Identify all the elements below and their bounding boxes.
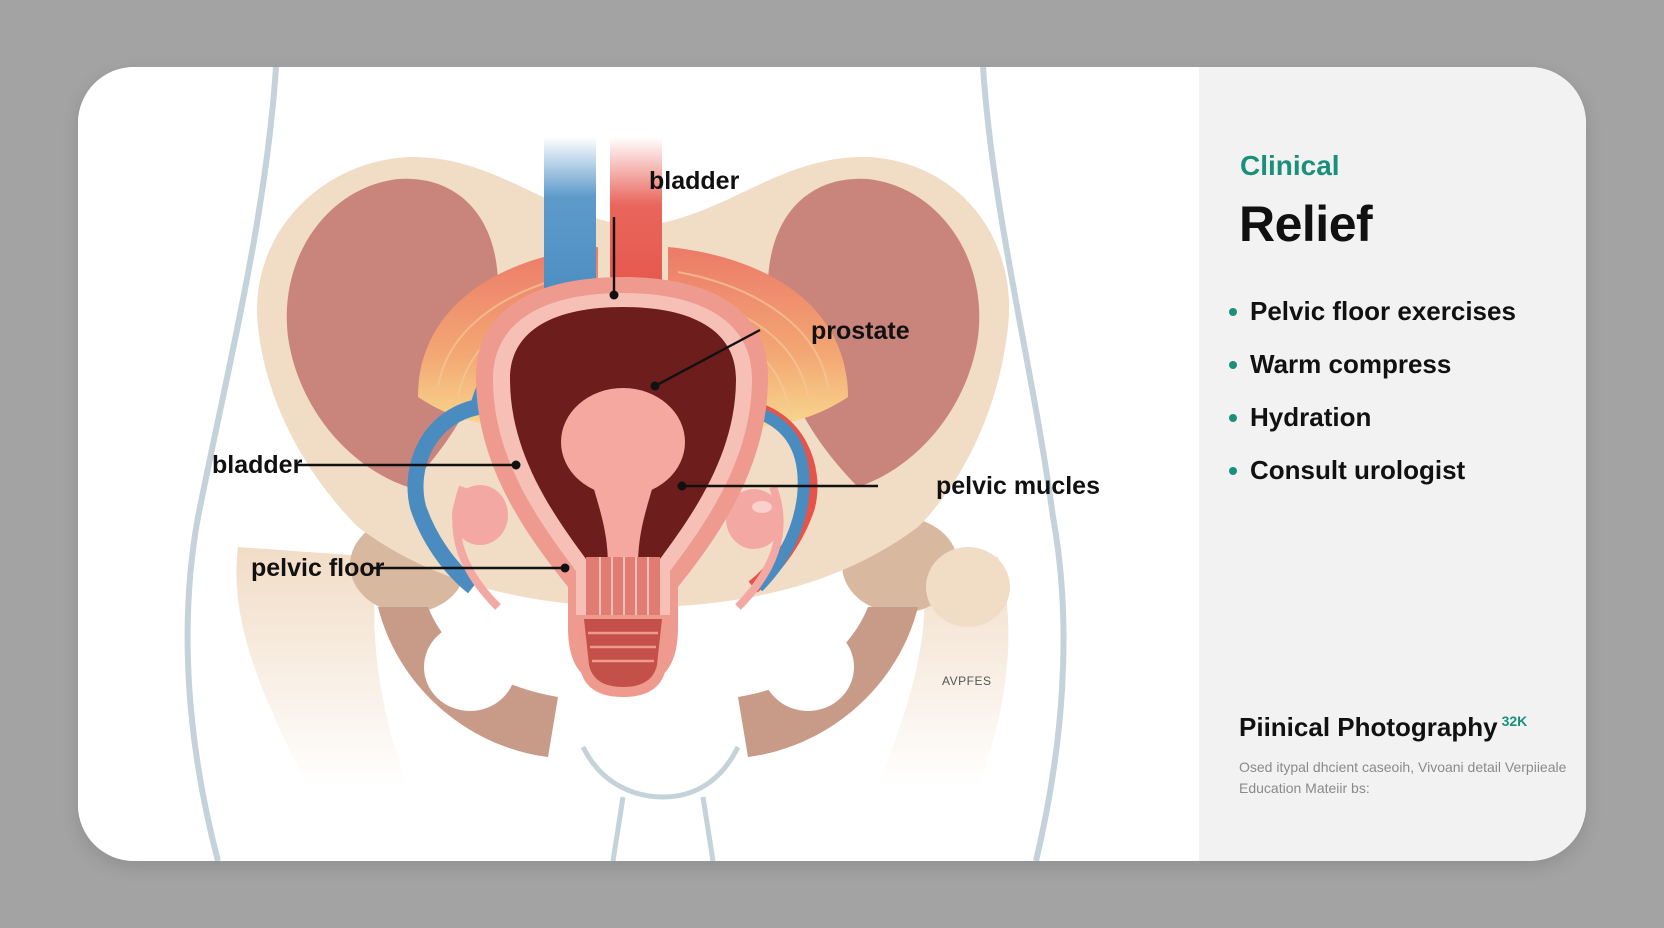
- pelvis-drawing: [184, 67, 1067, 861]
- slide-card: bladder prostate bladder pelvic mucles p…: [78, 67, 1586, 861]
- list-item: Consult urologist: [1229, 444, 1516, 497]
- panel-title: Relief: [1239, 196, 1373, 252]
- relief-item-text: Hydration: [1250, 402, 1372, 432]
- bullet-icon: [1229, 466, 1237, 475]
- bullet-icon: [1229, 307, 1237, 316]
- panel-eyebrow: Clinical: [1240, 150, 1340, 181]
- label-bladder-left: bladder: [212, 451, 303, 479]
- body-outline: [184, 67, 1067, 861]
- relief-list: Pelvic floor exercises Warm compress Hyd…: [1229, 285, 1516, 497]
- label-bladder-top: bladder: [649, 167, 740, 195]
- label-pelvic-muscles: pelvic mucles: [936, 472, 1100, 500]
- bladder-organ: [476, 277, 768, 697]
- bullet-icon: [1229, 413, 1237, 422]
- source-description: Osed itypal dhcient caseoih, Vivoani det…: [1239, 759, 1567, 796]
- label-pelvic-floor: pelvic floor: [251, 554, 385, 582]
- list-item: Warm compress: [1229, 338, 1516, 391]
- pelvic-anatomy-illustration: bladder prostate bladder pelvic mucles p…: [78, 67, 1199, 861]
- source-badge: 32K: [1501, 713, 1528, 730]
- illustration-stamp: AVPFES: [942, 674, 992, 688]
- relief-item-text: Consult urologist: [1250, 455, 1466, 485]
- label-leaders: [298, 217, 878, 570]
- relief-item-text: Warm compress: [1250, 349, 1452, 379]
- list-item: Pelvic floor exercises: [1229, 285, 1516, 338]
- bullet-icon: [1229, 360, 1237, 369]
- relief-item-text: Pelvic floor exercises: [1250, 296, 1516, 326]
- source-title-text: Piinical Photography: [1239, 712, 1498, 742]
- label-dots: [511, 290, 687, 573]
- relief-panel: Clinical Relief Pelvic floor exercises W…: [1199, 67, 1586, 861]
- label-prostate: prostate: [811, 317, 910, 345]
- list-item: Hydration: [1229, 391, 1516, 444]
